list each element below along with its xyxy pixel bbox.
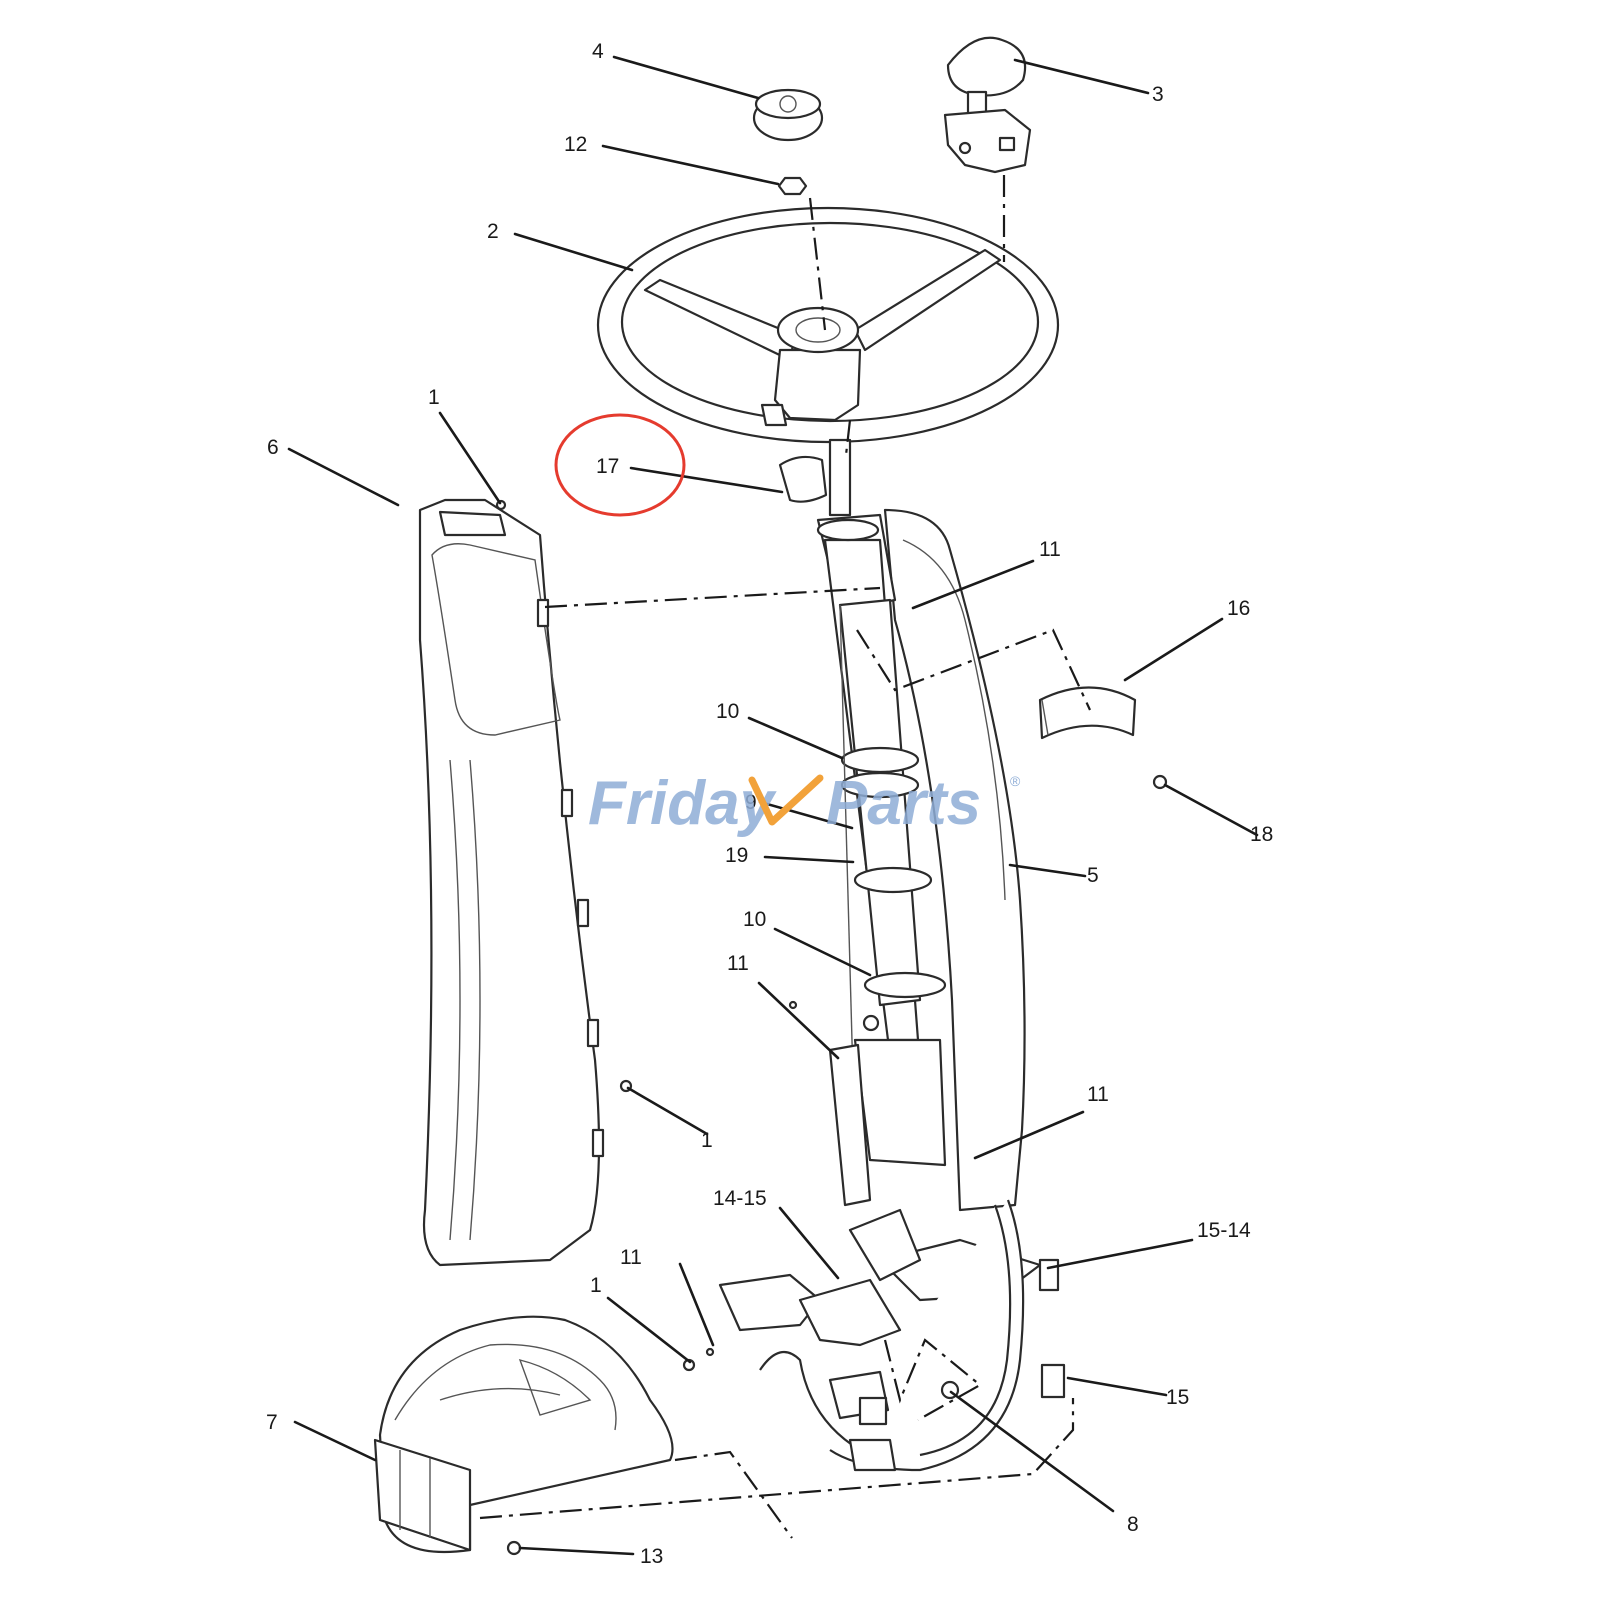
steering-knob-part (943, 36, 1032, 174)
horn-cap-part (752, 88, 824, 142)
callout-1b: 1 (701, 1129, 713, 1152)
floor-cover-part (373, 1315, 674, 1554)
callout-17: 17 (596, 455, 619, 478)
callout-labels: 4 3 12 2 1 6 17 11 16 10 18 9 19 5 10 11… (266, 40, 1273, 1568)
steering-wheel-part (596, 206, 1060, 444)
left-cover-panel-part (418, 498, 605, 1267)
callout-11a: 11 (1039, 538, 1061, 561)
callout-3: 3 (1152, 83, 1164, 106)
callout-8: 8 (1127, 1513, 1139, 1536)
callout-13: 13 (640, 1545, 663, 1568)
callout-12: 12 (564, 133, 587, 156)
callout-16: 16 (1227, 597, 1250, 620)
callout-19: 19 (725, 844, 748, 867)
callout-10b: 10 (743, 908, 766, 931)
callout-1c: 1 (590, 1274, 602, 1297)
callout-5: 5 (1087, 864, 1099, 887)
watermark-registered: ® (1010, 773, 1021, 789)
column-housing-part (816, 508, 1026, 1212)
assembly-lines (479, 175, 1091, 1539)
callout-10a: 10 (716, 700, 739, 723)
callout-11d: 11 (620, 1246, 642, 1269)
watermark-check-accent (748, 774, 824, 826)
callout-11b: 11 (727, 952, 749, 975)
callout-2: 2 (487, 220, 499, 243)
watermark-brand-left: Friday (588, 769, 778, 838)
leader-lines (287, 55, 1259, 1556)
callout-14-15: 14-15 (713, 1187, 767, 1210)
shaft-boot-part (778, 438, 852, 517)
callout-6: 6 (267, 436, 279, 459)
callout-18: 18 (1250, 823, 1273, 846)
callout-15-14: 15-14 (1197, 1219, 1251, 1242)
callout-7: 7 (266, 1411, 278, 1434)
callout-11c: 11 (1087, 1083, 1109, 1106)
nut-part (777, 176, 808, 196)
callout-15: 15 (1166, 1386, 1189, 1409)
callout-4: 4 (592, 40, 604, 63)
callout-1a: 1 (428, 386, 440, 409)
highlight-circle (554, 413, 686, 517)
pedal-assembly-part (718, 1199, 1066, 1472)
watermark-logo: Friday Parts ® (588, 769, 1021, 838)
callout-9: 9 (745, 791, 757, 814)
clamp-part (1038, 686, 1168, 790)
watermark-brand-right: Parts (826, 769, 981, 838)
